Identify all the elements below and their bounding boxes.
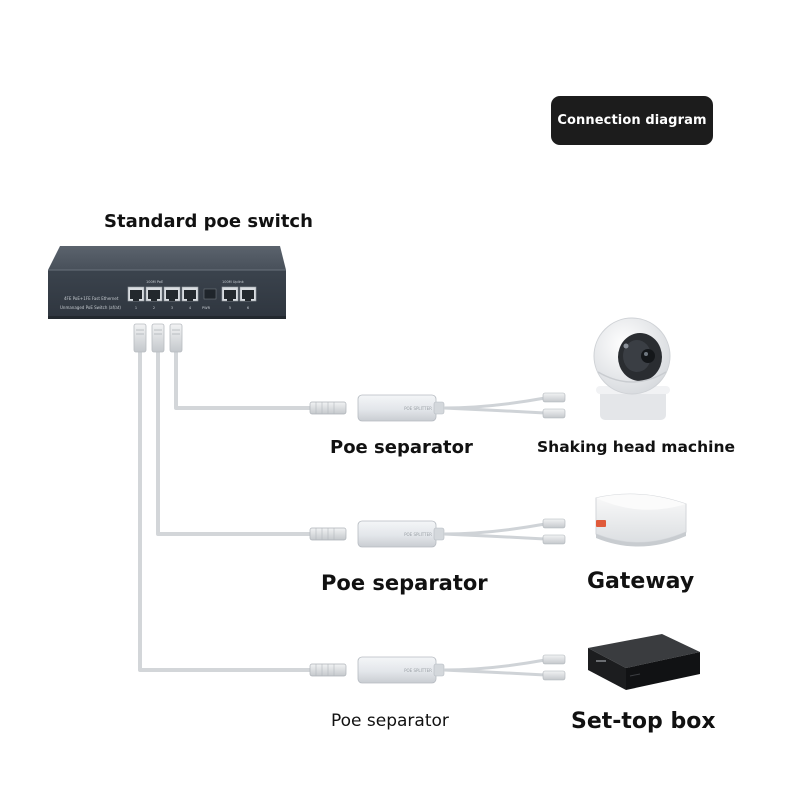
cable-run-2 — [156, 350, 312, 536]
output-plug-power — [542, 534, 566, 545]
poe-splitter-body: POE SPLITTER — [357, 656, 445, 684]
device-label-camera: Shaking head machine — [537, 438, 735, 456]
separator-row-1: POE SPLITTER — [309, 392, 566, 422]
output-plug-data — [542, 654, 566, 665]
poe-splitter-body: POE SPLITTER — [357, 520, 445, 548]
device-label-set-top-box: Set-top box — [571, 709, 716, 734]
rj45-port — [221, 286, 239, 302]
separator-label-2: Poe separator — [321, 571, 488, 595]
gateway-router-icon — [595, 493, 687, 547]
rj45-port — [181, 286, 199, 302]
rj45-port — [239, 286, 257, 302]
separator-rows: POE SPLITTER POE SPLITTER POE SPLITTER — [309, 392, 566, 684]
separator-label-1: Poe separator — [330, 437, 473, 458]
separator-row-3: POE SPLITTER — [309, 654, 566, 684]
switch-ports — [127, 286, 257, 302]
ptz-camera-icon — [593, 317, 671, 420]
output-plug-power — [542, 670, 566, 681]
device-label-gateway: Gateway — [587, 569, 695, 594]
splitter-body-text: POE SPLITTER — [404, 668, 432, 673]
output-cable-power — [443, 406, 546, 415]
splitter-body-text: POE SPLITTER — [404, 406, 432, 411]
power-label: PWR — [202, 306, 211, 310]
port-number-labels: 1 2 3 4 5 6 — [135, 306, 249, 310]
output-cable-power — [443, 668, 546, 677]
output-plug-data — [542, 518, 566, 529]
group-poe-label: 100M PoE — [146, 280, 163, 284]
switch-plug-ends — [133, 323, 183, 353]
port-number: 1 — [135, 306, 137, 310]
set-top-box-icon — [588, 634, 700, 690]
splitter-body-text: POE SPLITTER — [404, 532, 432, 537]
port-number: 6 — [247, 306, 249, 310]
panel-line-1: 4FE PoE+1FE Fast Ethernet — [64, 296, 119, 301]
switch-title: Standard poe switch — [104, 211, 313, 232]
port-number: 5 — [229, 306, 231, 310]
port-group-divider — [203, 288, 217, 300]
panel-line-2: Unmanaged PoE Switch (af/at) — [60, 305, 121, 310]
cable-run-1 — [174, 350, 312, 410]
poe-splitter-body: POE SPLITTER — [357, 394, 445, 422]
port-number: 4 — [189, 306, 192, 310]
port-number: 3 — [171, 306, 173, 310]
rj45-port — [127, 286, 145, 302]
group-uplink-label: 100M Uplink — [222, 280, 245, 284]
separator-row-2: POE SPLITTER — [309, 518, 566, 548]
connection-diagram-badge: Connection diagram — [551, 96, 713, 145]
port-number: 2 — [153, 306, 155, 310]
output-plug-data — [542, 392, 566, 403]
output-plug-power — [542, 408, 566, 419]
rj45-port — [163, 286, 181, 302]
output-cable-power — [443, 532, 546, 541]
cable-run-3 — [138, 350, 312, 672]
separator-label-3: Poe separator — [331, 711, 449, 731]
rj45-port — [145, 286, 163, 302]
